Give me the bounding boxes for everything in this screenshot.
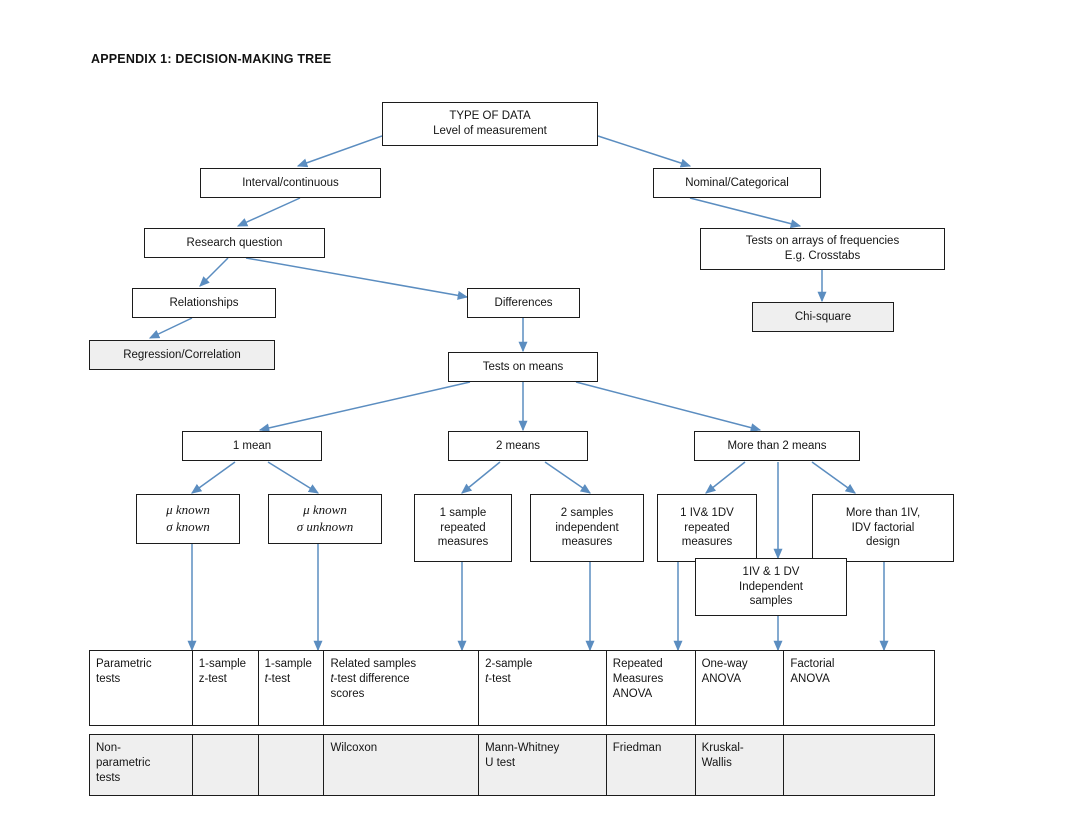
node-mu-known-sigma-unknown: μ known σ unknown xyxy=(268,494,382,544)
cell-text: Factorial ANOVA xyxy=(790,658,835,685)
node-differences-label: Differences xyxy=(494,296,553,309)
cell-text: Mann-Whitney U test xyxy=(485,742,560,769)
node-type-of-data: TYPE OF DATA Level of measurement xyxy=(382,102,598,146)
node-1iv-1dv-independent-samples: 1IV & 1 DV Independent samples xyxy=(695,558,847,616)
node-more-than-1iv-factorial-design-label: More than 1IV, IDV factorial design xyxy=(845,506,921,549)
node-mu-known-sigma-known: μ known σ known xyxy=(136,494,240,544)
node-interval-continuous-label: Interval/continuous xyxy=(242,176,339,189)
cell-text: Related samples t-test difference scores xyxy=(330,658,417,700)
table-cell: Friedman xyxy=(607,735,696,795)
node-nominal-categorical-label: Nominal/Categorical xyxy=(685,176,789,189)
node-1iv-1dv-independent-samples-label: 1IV & 1 DV Independent samples xyxy=(739,565,803,608)
table-cell: Repeated Measures ANOVA xyxy=(607,651,696,725)
node-1iv-1dv-repeated-measures-label: 1 IV& 1DV repeated measures xyxy=(680,506,734,549)
node-one-sample-repeated-measures: 1 sample repeated measures xyxy=(414,494,512,562)
cell-text: One-way ANOVA xyxy=(701,658,748,685)
parametric-tests-table: Parametric tests 1-sample z-test 1-sampl… xyxy=(89,650,935,726)
table-cell: Factorial ANOVA xyxy=(784,651,934,725)
table-cell: Kruskal- Wallis xyxy=(696,735,785,795)
node-relationships-label: Relationships xyxy=(169,296,239,309)
node-research-question-label: Research question xyxy=(186,236,283,249)
table-cell: Non- parametric tests xyxy=(90,735,193,795)
table-cell: 1-sample z-test xyxy=(193,651,259,725)
cell-text: Non- parametric tests xyxy=(96,742,151,784)
cell-text: Friedman xyxy=(612,742,662,754)
table-cell: 1-sample t-test xyxy=(259,651,325,725)
page-title: APPENDIX 1: DECISION-MAKING TREE xyxy=(91,52,332,66)
cell-text: 1-sample t-test xyxy=(264,658,312,685)
table-cell: One-way ANOVA xyxy=(696,651,785,725)
node-research-question: Research question xyxy=(144,228,325,258)
cell-text: Kruskal- Wallis xyxy=(701,742,744,769)
table-cell xyxy=(259,735,325,795)
node-mu-known-sigma-known-label: μ known σ known xyxy=(166,502,210,534)
nonparametric-tests-table: Non- parametric tests Wilcoxon Mann-Whit… xyxy=(89,734,935,796)
node-more-than-two-means: More than 2 means xyxy=(694,431,860,461)
cell-text: Wilcoxon xyxy=(330,742,378,754)
node-more-than-two-means-label: More than 2 means xyxy=(727,439,827,452)
cell-text: 2-sample t-test xyxy=(485,658,533,685)
node-type-of-data-label: TYPE OF DATA Level of measurement xyxy=(433,110,547,137)
node-tests-on-arrays-of-frequencies-label: Tests on arrays of frequencies E.g. Cros… xyxy=(745,235,900,262)
node-two-samples-independent-measures: 2 samples independent measures xyxy=(530,494,644,562)
node-interval-continuous: Interval/continuous xyxy=(200,168,381,198)
cell-text: 1-sample z-test xyxy=(198,658,247,685)
node-nominal-categorical: Nominal/Categorical xyxy=(653,168,821,198)
node-one-mean: 1 mean xyxy=(182,431,322,461)
node-one-sample-repeated-measures-label: 1 sample repeated measures xyxy=(437,506,489,549)
node-two-means-label: 2 means xyxy=(495,439,541,452)
node-tests-on-arrays-of-frequencies: Tests on arrays of frequencies E.g. Cros… xyxy=(700,228,945,270)
node-more-than-1iv-factorial-design: More than 1IV, IDV factorial design xyxy=(812,494,954,562)
table-cell xyxy=(193,735,259,795)
table-cell: Related samples t-test difference scores xyxy=(324,651,480,725)
cell-text: Repeated Measures ANOVA xyxy=(612,658,664,700)
node-two-means: 2 means xyxy=(448,431,588,461)
cell-text: Parametric tests xyxy=(96,658,152,685)
node-regression-correlation-label: Regression/Correlation xyxy=(123,348,241,361)
table-cell xyxy=(784,735,934,795)
node-one-mean-label: 1 mean xyxy=(232,439,272,452)
node-mu-known-sigma-unknown-label: μ known σ unknown xyxy=(296,502,354,534)
table-cell: Wilcoxon xyxy=(324,735,480,795)
node-differences: Differences xyxy=(467,288,580,318)
table-cell: 2-sample t-test xyxy=(479,651,607,725)
node-1iv-1dv-repeated-measures: 1 IV& 1DV repeated measures xyxy=(657,494,757,562)
node-tests-on-means-label: Tests on means xyxy=(482,360,564,373)
node-two-samples-independent-measures-label: 2 samples independent measures xyxy=(555,506,619,549)
node-regression-correlation: Regression/Correlation xyxy=(89,340,275,370)
table-cell: Parametric tests xyxy=(90,651,193,725)
node-tests-on-means: Tests on means xyxy=(448,352,598,382)
node-chi-square-label: Chi-square xyxy=(794,310,852,323)
node-chi-square: Chi-square xyxy=(752,302,894,332)
node-relationships: Relationships xyxy=(132,288,276,318)
table-cell: Mann-Whitney U test xyxy=(479,735,607,795)
